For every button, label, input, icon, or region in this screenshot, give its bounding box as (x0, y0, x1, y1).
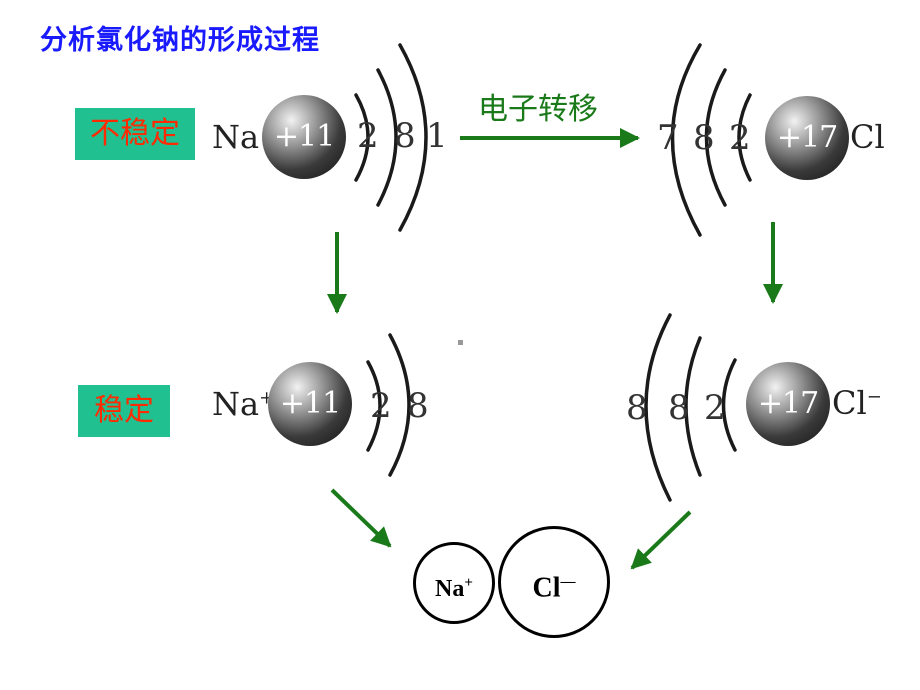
na-ion-symbol: Na+ (212, 385, 274, 423)
cl-ion-shell-count-2: 8 (668, 388, 690, 428)
cl-atom-symbol: Cl (850, 118, 885, 156)
cl-ion-shell-2 (684, 336, 702, 477)
cl-atom-shell-count-3: 2 (729, 118, 751, 158)
na-atom-shell-count-1: 2 (357, 116, 379, 156)
cl-ion-nucleus: +17 (746, 362, 830, 446)
na-ion-shell-1 (366, 360, 382, 452)
na-ion-shell-count-2: 8 (407, 386, 429, 426)
cl-ion-charge: − (866, 386, 882, 408)
na-ion-shell-count-1: 2 (370, 386, 392, 426)
compound-cl-symbol: Cl (532, 572, 561, 604)
stable-label: 稳定 (78, 385, 170, 437)
na-atom-shell-1 (354, 93, 370, 182)
stray-dot (458, 340, 463, 345)
cl-atom-shell-count-2: 8 (693, 118, 715, 158)
na-ion-symbol-text: Na (212, 385, 260, 423)
cl-ion-shell-count-3: 2 (704, 388, 726, 428)
compound-na-symbol: Na (435, 576, 465, 602)
cl-ion-symbol-text: Cl (832, 384, 867, 422)
na-atom-nucleus: +11 (262, 95, 346, 179)
cl-atom-shell-2 (704, 68, 727, 207)
na-atom-shell-count-3: 1 (426, 116, 448, 156)
compound-na-ion: Na+ (413, 542, 495, 624)
cl-ion-shell-3 (644, 313, 672, 502)
na-atom-symbol: Na (212, 118, 260, 156)
cl-ion-symbol: Cl− (832, 384, 882, 422)
na-ion-to-compound-arrow (330, 488, 392, 548)
cl-atom-shell-1 (737, 93, 752, 182)
na-ion-nucleus: +11 (268, 362, 352, 446)
cl-atom-shell-3 (670, 43, 702, 237)
cl-ion-to-compound-arrow (630, 510, 692, 570)
cl-ion-shell-1 (721, 358, 737, 452)
compound-cl-charge: — (560, 574, 576, 590)
na-ion-shell-2 (388, 333, 411, 477)
na-atom-shell-3 (398, 43, 428, 232)
electron-transfer-label: 电子转移 (478, 92, 598, 127)
cl-atom-shell-count-1: 7 (657, 118, 679, 158)
na-atom-shell-2 (376, 68, 398, 207)
compound-cl-ion: Cl— (498, 526, 610, 638)
compound-na-charge: + (464, 575, 473, 591)
page-title: 分析氯化钠的形成过程 (40, 25, 320, 56)
cl-atom-nucleus: +17 (765, 96, 849, 180)
unstable-label: 不稳定 (75, 108, 195, 160)
cl-ion-shell-count-1: 8 (626, 388, 648, 428)
na-atom-shell-count-2: 8 (394, 116, 416, 156)
